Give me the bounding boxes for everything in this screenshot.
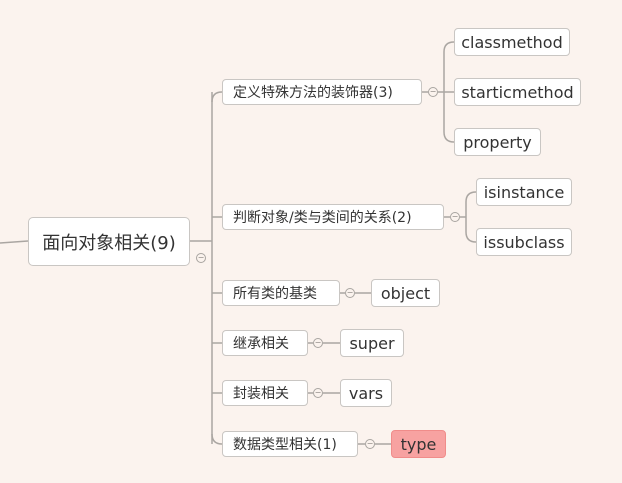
collapse-toggle-icon[interactable]: − — [365, 439, 375, 449]
collapse-toggle-icon[interactable]: − — [428, 87, 438, 97]
branch-edge-0 — [211, 91, 223, 103]
leaf-edges-0 — [422, 41, 455, 143]
branch-topic-5[interactable]: 数据类型相关(1) — [222, 431, 358, 457]
leaf-topic-0-0[interactable]: classmethod — [454, 28, 570, 56]
branch-topic-4[interactable]: 封装相关 — [222, 380, 308, 406]
collapse-toggle-icon[interactable]: − — [345, 288, 355, 298]
leaf-topic-1-0[interactable]: isinstance — [476, 178, 572, 206]
collapse-toggle-icon[interactable]: − — [450, 212, 460, 222]
root-topic[interactable]: 面向对象相关(9) — [28, 217, 190, 266]
leaf-topic-0-2[interactable]: property — [454, 128, 541, 156]
collapse-toggle-icon[interactable]: − — [313, 338, 323, 348]
leaf-topic-1-1[interactable]: issubclass — [476, 228, 572, 256]
branch-topic-0[interactable]: 定义特殊方法的装饰器(3) — [222, 79, 422, 105]
leaf-topic-5-0[interactable]: type — [391, 430, 446, 458]
incoming-edge — [0, 240, 29, 244]
leaf-topic-3-0[interactable]: super — [340, 329, 404, 357]
leaf-topic-2-0[interactable]: object — [371, 279, 440, 307]
collapse-toggle-icon[interactable]: − — [196, 253, 206, 263]
branch-topic-2[interactable]: 所有类的基类 — [222, 280, 340, 306]
branch-topic-3[interactable]: 继承相关 — [222, 330, 308, 356]
leaf-topic-0-1[interactable]: starticmethod — [454, 78, 581, 106]
leaf-topic-4-0[interactable]: vars — [340, 379, 392, 407]
collapse-toggle-icon[interactable]: − — [313, 388, 323, 398]
leaf-edges-1 — [444, 191, 477, 243]
branch-topic-1[interactable]: 判断对象/类与类间的关系(2) — [222, 204, 444, 230]
branch-edge-5 — [211, 433, 223, 445]
